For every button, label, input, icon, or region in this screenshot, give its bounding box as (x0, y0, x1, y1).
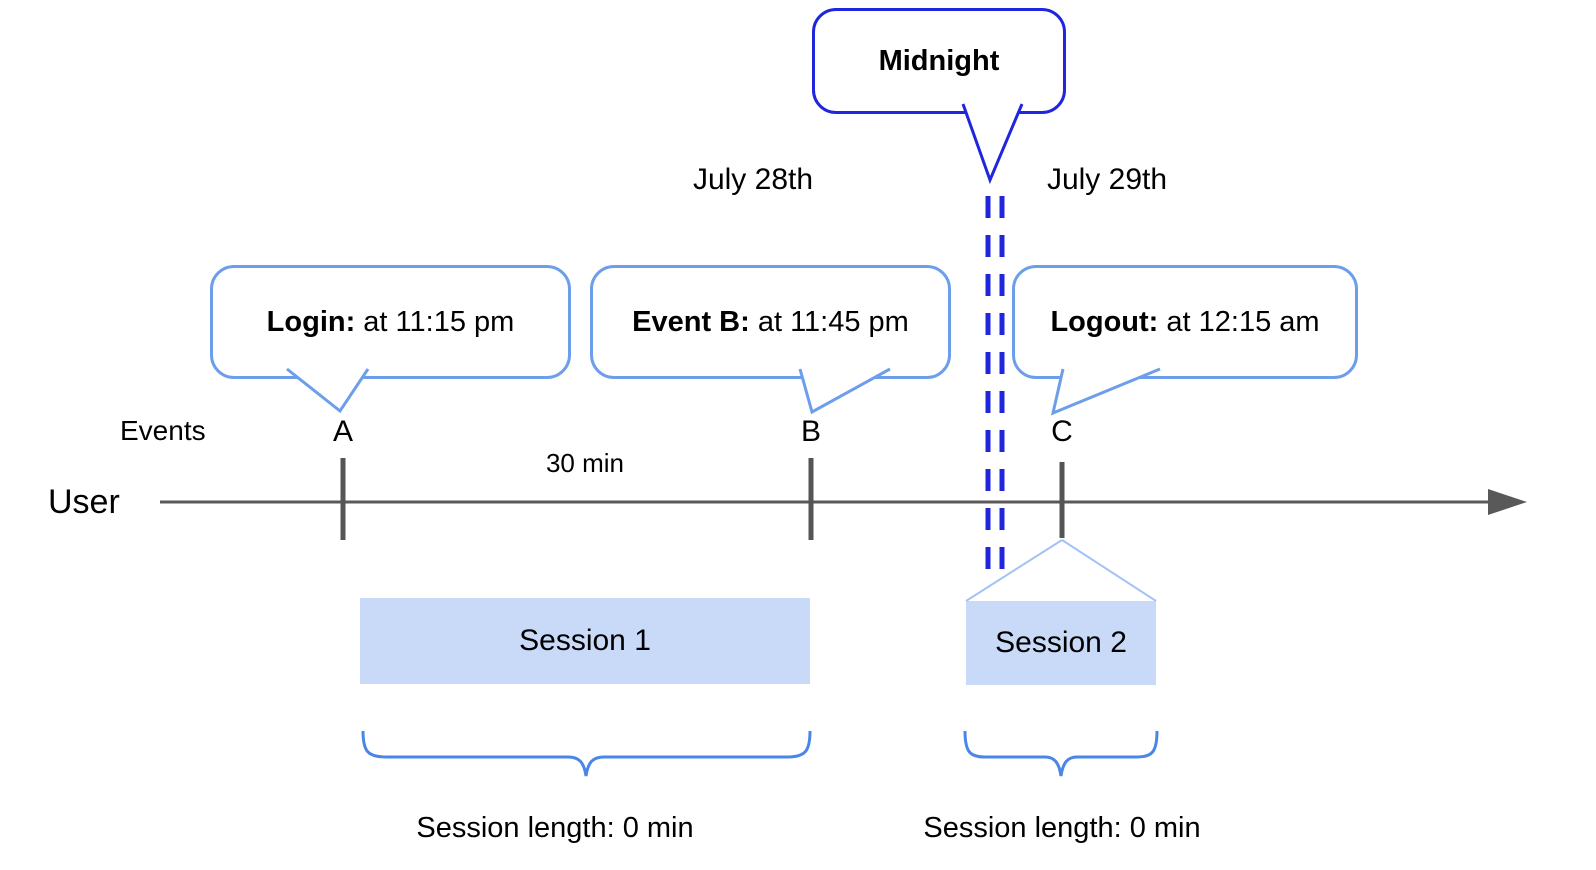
midnight-callout: Midnight (812, 8, 1066, 114)
session-1-box: Session 1 (360, 598, 810, 684)
user-axis-label: User (48, 483, 120, 521)
logout-callout-label: Logout: (1050, 305, 1159, 338)
event-marker-b: B (800, 415, 822, 448)
session-2-brace (963, 730, 1159, 777)
session-2-connector-left (965, 539, 1063, 602)
july-28-label: July 28th (692, 163, 814, 196)
session-2-connector-right (1061, 539, 1157, 602)
logout-callout-time: at 12:15 am (1158, 305, 1320, 338)
july-29-label: July 29th (1046, 163, 1168, 196)
session-1-length-label: Session length: 0 min (416, 812, 694, 844)
session-2-box: Session 2 (966, 601, 1156, 685)
event-b-callout: Event B: at 11:45 pm (590, 265, 951, 379)
logout-callout: Logout: at 12:15 am (1012, 265, 1358, 379)
event-b-callout-label: Event B: (632, 305, 750, 338)
login-callout-time: at 11:15 pm (355, 305, 515, 338)
login-callout: Login: at 11:15 pm (210, 265, 571, 379)
event-b-callout-time: at 11:45 pm (749, 305, 909, 338)
session-1-label: Session 1 (519, 624, 651, 657)
event-marker-c: C (1051, 415, 1073, 448)
midnight-callout-tail-fill (963, 104, 1022, 180)
session-1-brace (361, 730, 812, 777)
midnight-callout-label: Midnight (878, 44, 1000, 77)
session-2-label: Session 2 (995, 626, 1127, 659)
session-2-length-label: Session length: 0 min (923, 812, 1201, 844)
event-marker-a: A (332, 415, 354, 448)
login-callout-label: Login: (266, 305, 356, 338)
timeline-arrowhead (1488, 489, 1527, 515)
midnight-callout-tail (961, 103, 1024, 185)
interval-label: 30 min (545, 448, 625, 478)
events-axis-label: Events (120, 415, 206, 446)
